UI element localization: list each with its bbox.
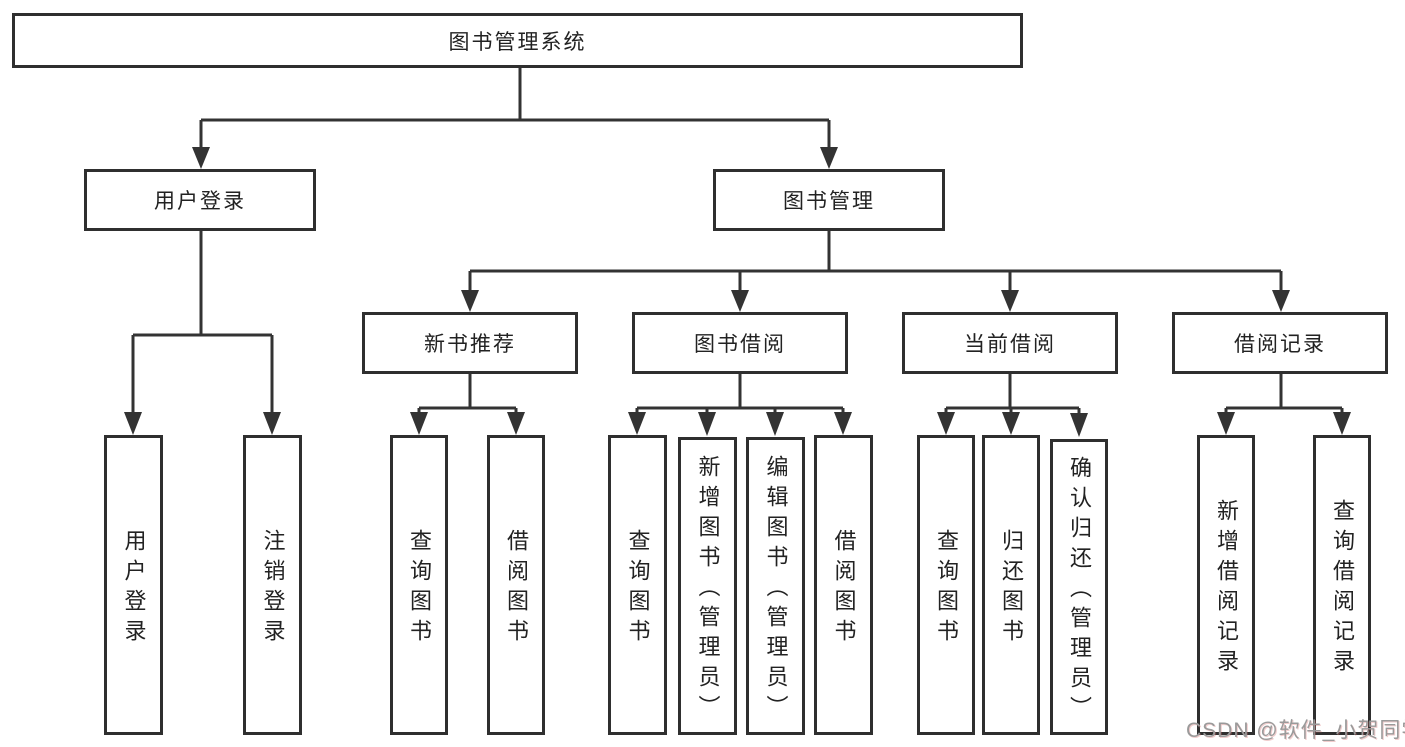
node-borrowing-records: 借阅记录 xyxy=(1172,312,1388,374)
leaf-query-books-borrowing-label: 查询图书 xyxy=(625,529,651,649)
leaf-return-books-label: 归还图书 xyxy=(999,529,1024,649)
leaf-query-books-current-label: 查询图书 xyxy=(934,529,959,649)
leaf-add-books-admin-label: 新增图书（管理员） xyxy=(695,455,721,725)
leaf-return-books: 归还图书 xyxy=(982,435,1040,735)
csdn-watermark: CSDN @软件_小贺同学 xyxy=(1186,719,1405,742)
node-library-system-label: 图书管理系统 xyxy=(448,30,587,54)
node-current-borrowing: 当前借阅 xyxy=(902,312,1118,374)
leaf-edit-books-admin-label: 编辑图书（管理员） xyxy=(763,455,789,725)
leaf-query-books-recommend: 查询图书 xyxy=(390,435,448,735)
leaf-confirm-return-admin-label: 确认归还（管理员） xyxy=(1067,456,1092,726)
leaf-query-books-current: 查询图书 xyxy=(917,435,975,735)
leaf-add-borrow-record: 新增借阅记录 xyxy=(1197,435,1255,735)
node-user-login: 用户登录 xyxy=(84,169,316,231)
node-book-management: 图书管理 xyxy=(713,169,945,231)
node-book-borrowing-label: 图书借阅 xyxy=(694,333,786,356)
node-new-book-recommend: 新书推荐 xyxy=(362,312,578,374)
leaf-logout-label: 注销登录 xyxy=(260,529,286,649)
node-new-book-recommend-label: 新书推荐 xyxy=(424,333,516,356)
node-library-system: 图书管理系统 xyxy=(12,13,1023,68)
leaf-query-books-borrowing: 查询图书 xyxy=(608,435,667,735)
leaf-borrow-books-borrowing: 借阅图书 xyxy=(814,435,873,735)
node-user-login-label: 用户登录 xyxy=(154,190,246,213)
leaf-query-borrow-record: 查询借阅记录 xyxy=(1313,435,1371,735)
leaf-add-borrow-record-label: 新增借阅记录 xyxy=(1214,499,1239,679)
leaf-add-books-admin: 新增图书（管理员） xyxy=(678,437,737,735)
leaf-edit-books-admin: 编辑图书（管理员） xyxy=(746,437,805,735)
node-current-borrowing-label: 当前借阅 xyxy=(964,333,1056,356)
leaf-logout: 注销登录 xyxy=(243,435,302,735)
leaf-user-login-label: 用户登录 xyxy=(121,529,147,649)
leaf-query-books-recommend-label: 查询图书 xyxy=(407,529,432,649)
node-book-borrowing: 图书借阅 xyxy=(632,312,848,374)
leaf-borrow-books-borrowing-label: 借阅图书 xyxy=(831,529,857,649)
leaf-borrow-books-recommend: 借阅图书 xyxy=(487,435,545,735)
node-borrowing-records-label: 借阅记录 xyxy=(1234,333,1326,356)
leaf-query-borrow-record-label: 查询借阅记录 xyxy=(1330,499,1355,679)
leaf-borrow-books-recommend-label: 借阅图书 xyxy=(504,529,529,649)
leaf-user-login: 用户登录 xyxy=(104,435,163,735)
node-book-management-label: 图书管理 xyxy=(783,190,875,213)
leaf-confirm-return-admin: 确认归还（管理员） xyxy=(1050,439,1108,735)
